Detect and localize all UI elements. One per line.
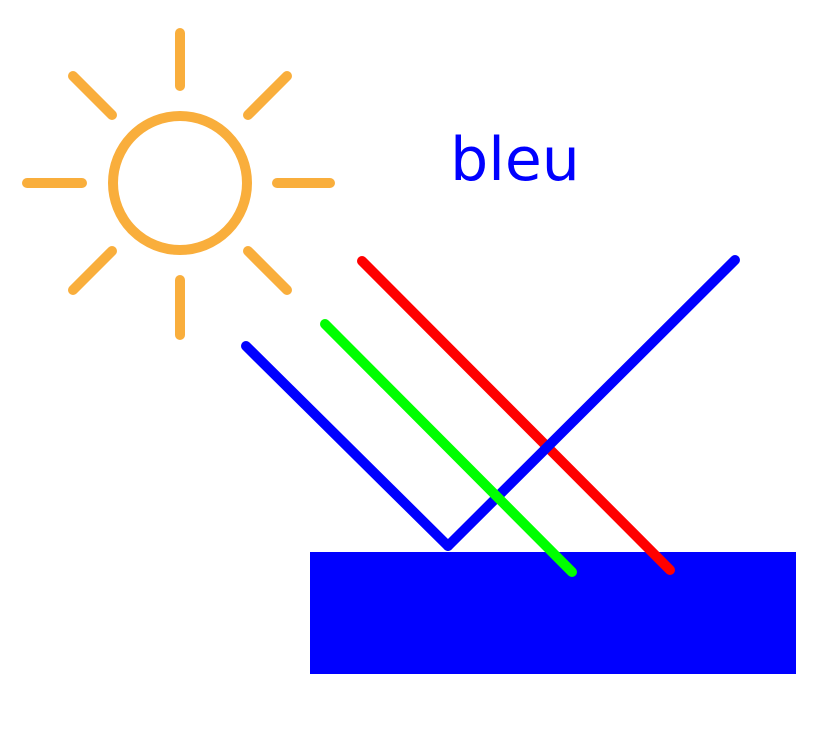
blue-incident-ray — [241, 341, 453, 551]
sun-ray-bottom-left — [68, 246, 117, 295]
green-incident-ray — [320, 319, 577, 577]
red-incident-ray — [357, 256, 675, 575]
color-label: bleu — [450, 125, 580, 195]
sun-ray-bottom-right — [243, 246, 292, 295]
blue-surface — [310, 552, 796, 674]
sun-icon — [22, 28, 335, 340]
sun-disc — [108, 111, 252, 255]
sun-ray-top-right — [243, 71, 292, 120]
sun-ray-top-left — [68, 71, 117, 120]
